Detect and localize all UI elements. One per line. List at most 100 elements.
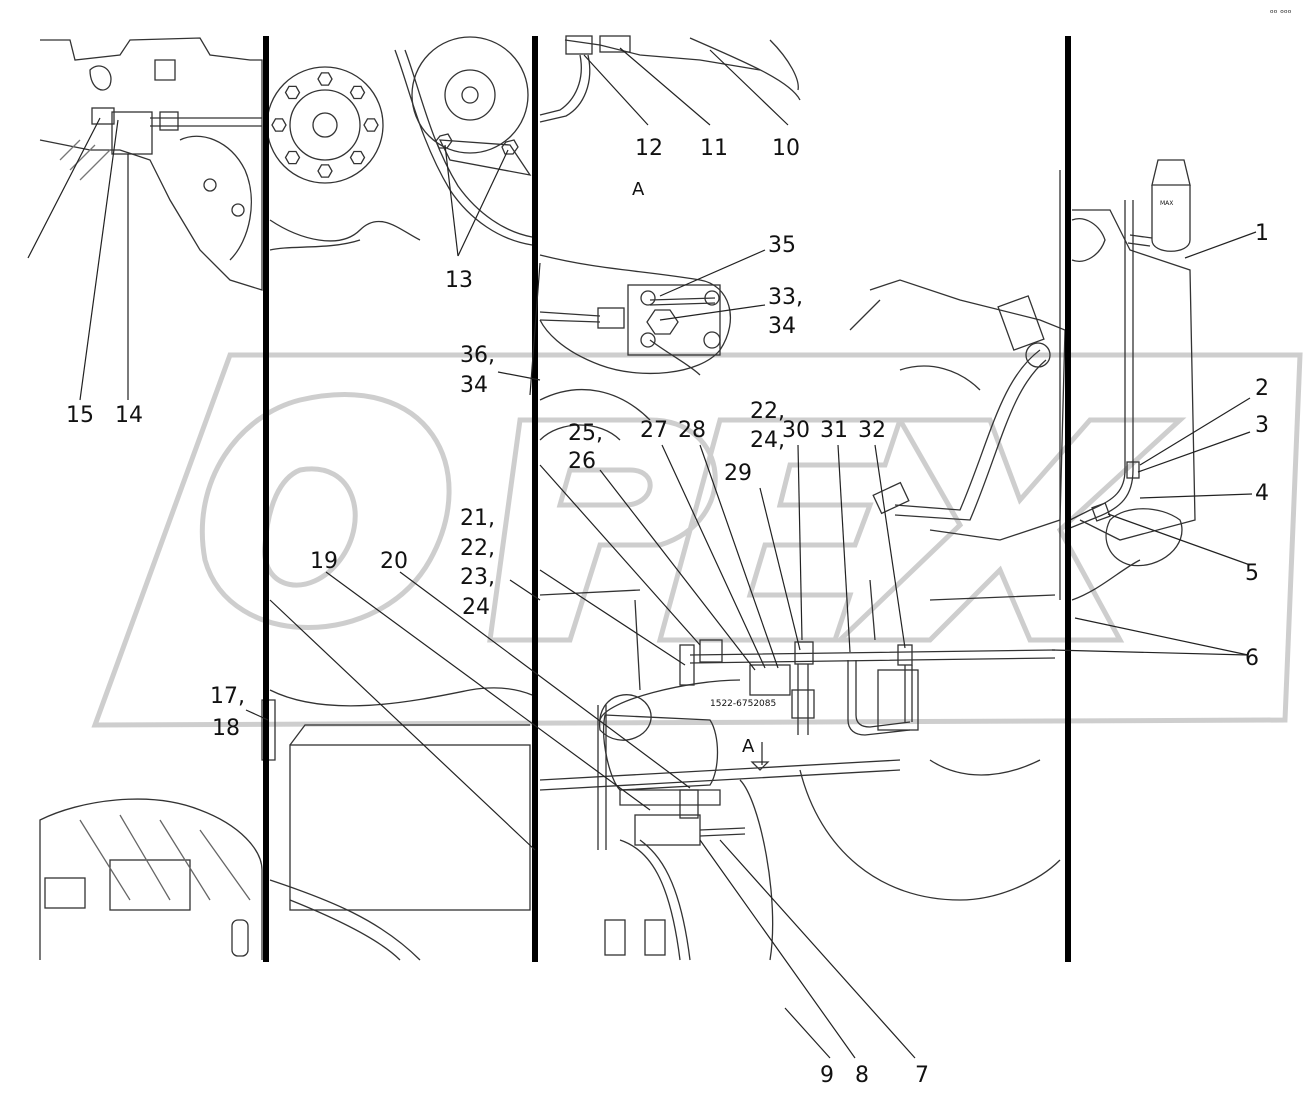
panel-middle-left (266, 36, 533, 961)
hose-fitting-29 (791, 689, 815, 719)
callout-c4: 4 (1255, 481, 1269, 506)
leader-2 (1139, 397, 1251, 466)
lower-hose-bundle (619, 779, 774, 961)
callout-c14: 14 (115, 403, 143, 428)
panel-right (849, 159, 1196, 776)
master-cylinder-body (603, 714, 719, 791)
callout-c13: 13 (445, 268, 473, 293)
leader-6a (1074, 617, 1249, 656)
leader-3 (1137, 431, 1251, 473)
callout-c22a: 22, (750, 399, 785, 424)
lower-left-fitting (44, 877, 86, 909)
callout-c35: 35 (768, 233, 796, 258)
nut-left-top (159, 111, 179, 131)
callout-c28: 28 (678, 418, 706, 443)
callout-c27: 27 (640, 418, 668, 443)
lower-left-bracket (109, 859, 191, 911)
flywheel-hub-outer (266, 66, 384, 184)
lower-fitting-9b (644, 919, 666, 956)
flywheel-bolt (317, 164, 333, 178)
mid-big-outline (269, 687, 533, 707)
pulley-outer (411, 36, 529, 154)
engine-housing-detail (179, 135, 252, 261)
pipe-to-31 (847, 660, 911, 736)
callout-c33a: 33, (768, 285, 803, 310)
block-pipe-down (649, 339, 701, 376)
block-pipe-nut (597, 307, 625, 329)
lower-left-struts (79, 814, 251, 901)
frame-rail (539, 759, 901, 791)
battery-box-top (289, 724, 530, 746)
flywheel-bolt (271, 118, 287, 132)
top-fitting-11 (599, 35, 631, 53)
hose-curve-main-2 (404, 49, 533, 238)
lower-mid-pipes (269, 879, 421, 961)
callout-c7: 7 (915, 1063, 929, 1088)
flywheel-bolt (317, 72, 333, 86)
bracket-plate-13 (438, 139, 532, 176)
leader-35 (659, 249, 766, 297)
pulley-inner (444, 69, 496, 121)
callout-c25b: 26 (568, 449, 596, 474)
callout-c19: 19 (310, 549, 338, 574)
leader-15 (79, 119, 119, 401)
tee-fitting-25 (679, 644, 695, 686)
leader-33 (659, 304, 766, 321)
block-33-hex (646, 309, 679, 335)
engine-block-outline (39, 37, 263, 291)
callout-c31: 31 (820, 418, 848, 443)
block-33-port-4 (640, 332, 656, 348)
flywheel-bolt (363, 118, 379, 132)
panel-left (39, 37, 276, 960)
callout-c17a: 17, (210, 684, 245, 709)
leader-10 (709, 49, 789, 126)
pipe-center-left (269, 239, 361, 251)
junction-pipe-main (689, 649, 1056, 664)
panel-dividers (263, 36, 1071, 962)
flywheel-bolt (284, 85, 301, 100)
lower-fitting-9 (604, 919, 626, 956)
leader-13b (457, 149, 509, 257)
leader-25b (539, 464, 701, 646)
detail-a-outline (539, 254, 732, 374)
callout-c22b: 24, (750, 428, 785, 453)
leader-13a (444, 144, 459, 257)
junction-block-27 (749, 664, 791, 696)
leader-21 (509, 579, 541, 601)
callout-c10: 10 (772, 136, 800, 161)
callout-c3: 3 (1255, 413, 1269, 438)
leader-12 (583, 54, 649, 126)
pedal-pivot (1025, 342, 1051, 368)
top-fitting-12 (565, 35, 593, 55)
flywheel-bolt (349, 85, 366, 100)
leader-21b (539, 569, 686, 666)
leader-7 (719, 839, 916, 1059)
view-label-a-arrow: A (742, 736, 755, 757)
frame-structure (539, 579, 876, 691)
bracket-plate-lower (877, 669, 919, 731)
lower-left-housing (39, 798, 263, 960)
callout-c17b: 18 (212, 716, 240, 741)
watermark-letter-o (199, 392, 452, 630)
pedal-pad (872, 481, 910, 515)
leader-9 (784, 1007, 831, 1059)
fitting-block-14 (111, 111, 153, 155)
lower-left-slot (231, 919, 249, 957)
leader-29 (759, 487, 801, 651)
lower-frame-curve (799, 769, 1061, 901)
part-marking: 1522-6752085 (710, 699, 776, 709)
watermark-letter-p (487, 417, 718, 643)
outline-behind (539, 388, 651, 441)
callout-c12: 12 (635, 136, 663, 161)
callout-c21d: 24 (462, 595, 490, 620)
leader-36b (497, 371, 541, 381)
watermark-letter-x (833, 417, 1187, 643)
block-33-port-1 (640, 290, 656, 306)
flywheel-hub-inner (312, 112, 338, 138)
callout-c36a: 36, (460, 343, 495, 368)
corner-mark: ᵒᵒ ᵒᵒᵒ (1270, 9, 1292, 19)
callout-c36b: 34 (460, 373, 488, 398)
callout-c21b: 22, (460, 536, 495, 561)
leader-6b (1051, 649, 1249, 656)
